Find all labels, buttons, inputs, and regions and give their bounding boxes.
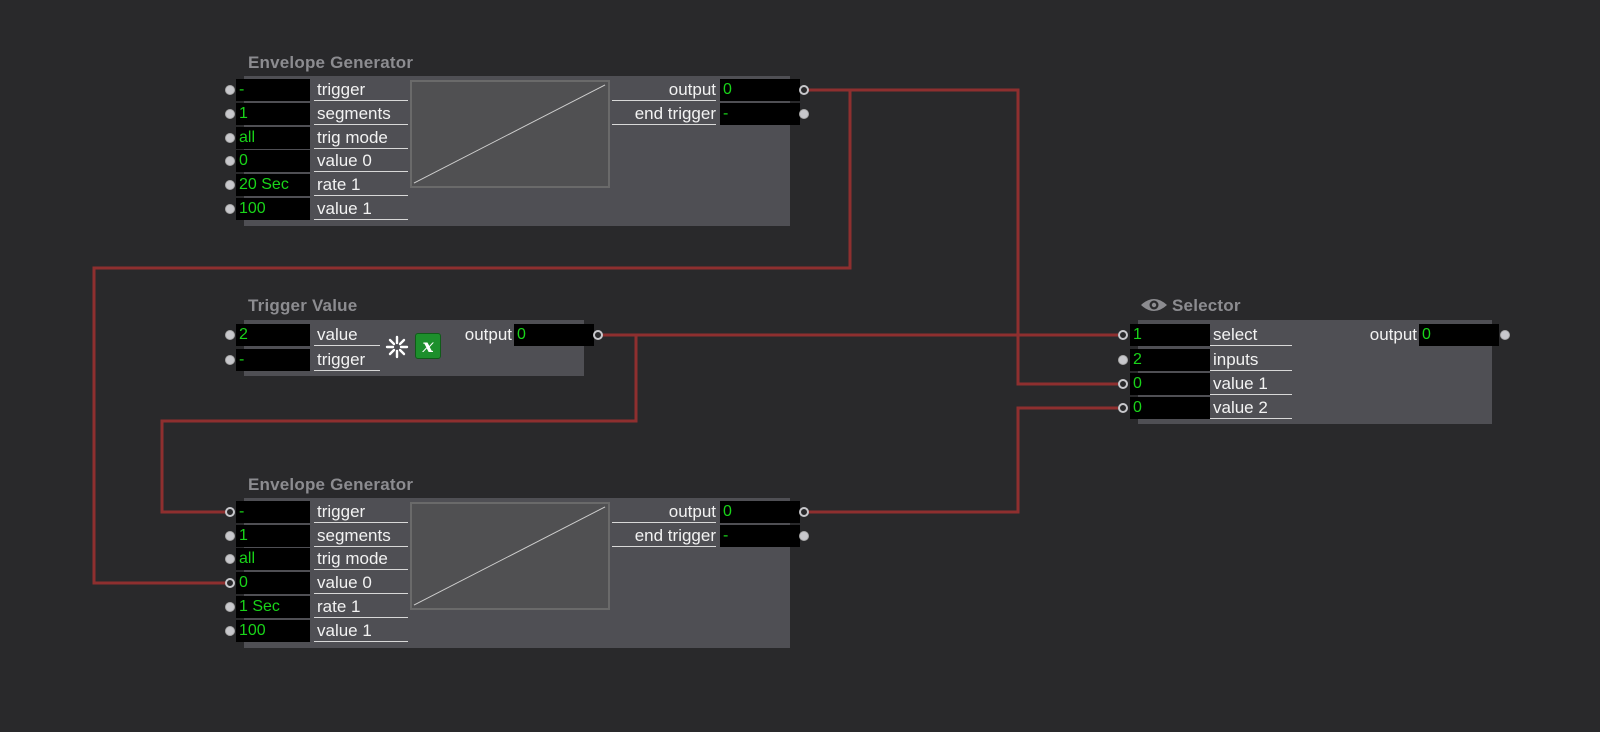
input-value-select[interactable]: 1 bbox=[1130, 324, 1210, 346]
input-value-trigger[interactable]: - bbox=[236, 501, 310, 523]
actor-title-trigger-value[interactable]: Trigger Value bbox=[248, 296, 358, 315]
output-port-output[interactable] bbox=[593, 330, 603, 340]
input-label-trigger: trigger bbox=[314, 79, 408, 101]
output-value-end-trigger: - bbox=[720, 103, 800, 125]
input-port-rate-1[interactable] bbox=[225, 180, 235, 190]
output-label-output: output bbox=[612, 79, 716, 101]
input-label-trigger: trigger bbox=[314, 501, 408, 523]
input-port-value-1[interactable] bbox=[1118, 379, 1128, 389]
input-port-select[interactable] bbox=[1118, 330, 1128, 340]
input-label-inputs: inputs bbox=[1210, 349, 1292, 371]
input-label-trigger: trigger bbox=[314, 349, 380, 371]
input-port-trigger[interactable] bbox=[225, 507, 235, 517]
x-icon[interactable]: x bbox=[415, 333, 441, 359]
output-label-output: output bbox=[1369, 325, 1417, 344]
input-value-rate-1[interactable]: 20 Sec bbox=[236, 174, 310, 196]
input-label-rate-1: rate 1 bbox=[314, 596, 408, 618]
input-port-trig-mode[interactable] bbox=[225, 133, 235, 143]
trigger-icon[interactable] bbox=[384, 334, 410, 360]
input-port-inputs[interactable] bbox=[1118, 355, 1128, 365]
input-value-value-1[interactable]: 0 bbox=[1130, 373, 1210, 395]
input-value-trig-mode[interactable]: all bbox=[236, 548, 310, 570]
input-label-segments: segments bbox=[314, 103, 408, 125]
input-value-segments[interactable]: 1 bbox=[236, 103, 310, 125]
input-label-value-2: value 2 bbox=[1210, 397, 1292, 419]
output-label-output: output bbox=[612, 501, 716, 523]
output-value-end-trigger: - bbox=[720, 525, 800, 547]
input-port-trig-mode[interactable] bbox=[225, 554, 235, 564]
input-value-segments[interactable]: 1 bbox=[236, 525, 310, 547]
output-label-end-trigger: end trigger bbox=[612, 525, 716, 547]
input-label-value-0: value 0 bbox=[314, 572, 408, 594]
input-label-value-1: value 1 bbox=[314, 198, 408, 220]
output-value-output: 0 bbox=[1419, 324, 1499, 346]
input-value-inputs[interactable]: 2 bbox=[1130, 349, 1210, 371]
input-port-rate-1[interactable] bbox=[225, 602, 235, 612]
output-value-output: 0 bbox=[720, 501, 800, 523]
eye-icon[interactable] bbox=[1140, 297, 1168, 313]
input-port-trigger[interactable] bbox=[225, 355, 235, 365]
input-label-select: select bbox=[1210, 324, 1292, 346]
input-value-trigger[interactable]: - bbox=[236, 349, 310, 371]
input-port-value[interactable] bbox=[225, 330, 235, 340]
input-port-trigger[interactable] bbox=[225, 85, 235, 95]
output-value-output: 0 bbox=[720, 79, 800, 101]
input-port-segments[interactable] bbox=[225, 531, 235, 541]
input-label-value-0: value 0 bbox=[314, 150, 408, 172]
output-port-output[interactable] bbox=[799, 507, 809, 517]
input-port-value-2[interactable] bbox=[1118, 403, 1128, 413]
cord-env2-output-to-selector-value2[interactable] bbox=[804, 406, 1118, 514]
input-value-value-2[interactable]: 0 bbox=[1130, 397, 1210, 419]
input-label-value-1: value 1 bbox=[314, 620, 408, 642]
envelope-graph[interactable] bbox=[410, 502, 610, 610]
input-label-rate-1: rate 1 bbox=[314, 174, 408, 196]
actor-title-selector[interactable]: Selector bbox=[1140, 296, 1241, 316]
input-value-value-0[interactable]: 0 bbox=[236, 150, 310, 172]
input-value-value-0[interactable]: 0 bbox=[236, 572, 310, 594]
input-value-value[interactable]: 2 bbox=[236, 324, 310, 346]
input-value-trig-mode[interactable]: all bbox=[236, 127, 310, 149]
actor-title-envelope-generator-1[interactable]: Envelope Generator bbox=[248, 53, 414, 72]
output-port-end-trigger[interactable] bbox=[799, 109, 809, 119]
input-value-trigger[interactable]: - bbox=[236, 79, 310, 101]
input-label-trig-mode: trig mode bbox=[314, 548, 408, 570]
output-label-end-trigger: end trigger bbox=[612, 103, 716, 125]
input-port-value-1[interactable] bbox=[225, 626, 235, 636]
output-value-output: 0 bbox=[514, 324, 594, 346]
input-value-value-1[interactable]: 100 bbox=[236, 620, 310, 642]
actor-title-envelope-generator-2[interactable]: Envelope Generator bbox=[248, 475, 414, 494]
input-value-value-1[interactable]: 100 bbox=[236, 198, 310, 220]
input-label-segments: segments bbox=[314, 525, 408, 547]
output-port-end-trigger[interactable] bbox=[799, 531, 809, 541]
input-value-rate-1[interactable]: 1 Sec bbox=[236, 596, 310, 618]
output-label-output: output bbox=[464, 325, 512, 344]
input-port-segments[interactable] bbox=[225, 109, 235, 119]
output-port-output[interactable] bbox=[799, 85, 809, 95]
cord-env1-output-to-selector-value1[interactable] bbox=[804, 88, 1118, 386]
input-port-value-0[interactable] bbox=[225, 156, 235, 166]
input-port-value-0[interactable] bbox=[225, 578, 235, 588]
input-label-trig-mode: trig mode bbox=[314, 127, 408, 149]
input-label-value-1: value 1 bbox=[1210, 373, 1292, 395]
envelope-graph[interactable] bbox=[410, 80, 610, 188]
output-port-output[interactable] bbox=[1500, 330, 1510, 340]
input-label-value: value bbox=[314, 324, 380, 346]
selector-title-text: Selector bbox=[1172, 296, 1241, 315]
input-port-value-1[interactable] bbox=[225, 204, 235, 214]
